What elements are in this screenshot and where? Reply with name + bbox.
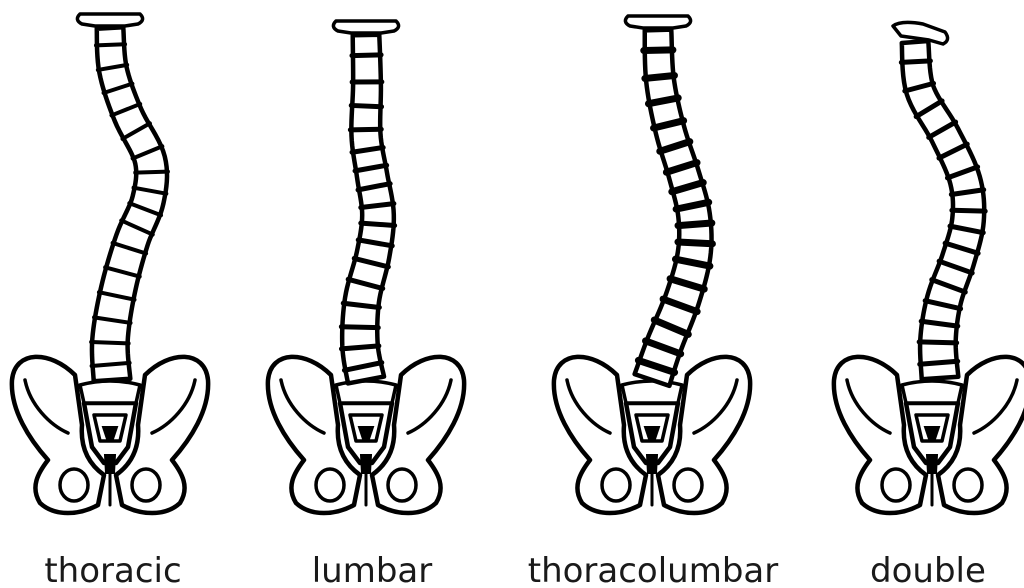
panel-lumbar: [268, 21, 464, 513]
coccyx: [361, 455, 371, 473]
intervertebral-disc: [341, 346, 378, 349]
intervertebral-disc: [91, 342, 128, 343]
intervertebral-disc: [135, 172, 168, 173]
intervertebral-disc: [350, 129, 381, 130]
intervertebral-disc: [678, 242, 712, 244]
right-obturator-foramen: [132, 469, 160, 501]
left-obturator-foramen: [882, 469, 910, 501]
atlas-vertebra: [333, 21, 398, 33]
intervertebral-disc: [678, 223, 712, 226]
lumbosacral-joint: [336, 381, 396, 403]
coccyx: [647, 455, 657, 473]
panel-thoracolumbar: [554, 16, 750, 513]
intervertebral-disc: [644, 50, 673, 51]
atlas-vertebra: [625, 16, 690, 28]
caption-thoracolumbar: thoracolumbar: [528, 551, 779, 588]
lumbosacral-joint: [902, 381, 962, 403]
left-obturator-foramen: [602, 469, 630, 501]
intervertebral-disc: [919, 342, 957, 343]
atlas-vertebra: [77, 14, 142, 26]
intervertebral-disc: [352, 55, 381, 56]
intervertebral-disc: [645, 76, 675, 79]
left-obturator-foramen: [60, 469, 88, 501]
lumbosacral-joint: [622, 381, 682, 403]
left-obturator-foramen: [316, 469, 344, 501]
caption-double: double: [870, 551, 986, 588]
coccyx: [105, 455, 115, 473]
intervertebral-disc: [920, 361, 958, 364]
intervertebral-disc: [952, 210, 985, 211]
intervertebral-disc: [361, 223, 395, 225]
right-obturator-foramen: [388, 469, 416, 501]
panel-thoracic: [12, 14, 208, 513]
lumbosacral-joint: [80, 381, 140, 403]
caption-thoracic: thoracic: [44, 551, 181, 588]
intervertebral-disc: [341, 327, 378, 328]
intervertebral-disc: [901, 61, 930, 63]
panel-double: [834, 22, 1024, 513]
intervertebral-disc: [351, 105, 381, 106]
coccyx: [927, 455, 937, 473]
caption-lumbar: lumbar: [312, 551, 433, 588]
intervertebral-disc: [96, 44, 125, 45]
right-obturator-foramen: [674, 469, 702, 501]
right-obturator-foramen: [954, 469, 982, 501]
